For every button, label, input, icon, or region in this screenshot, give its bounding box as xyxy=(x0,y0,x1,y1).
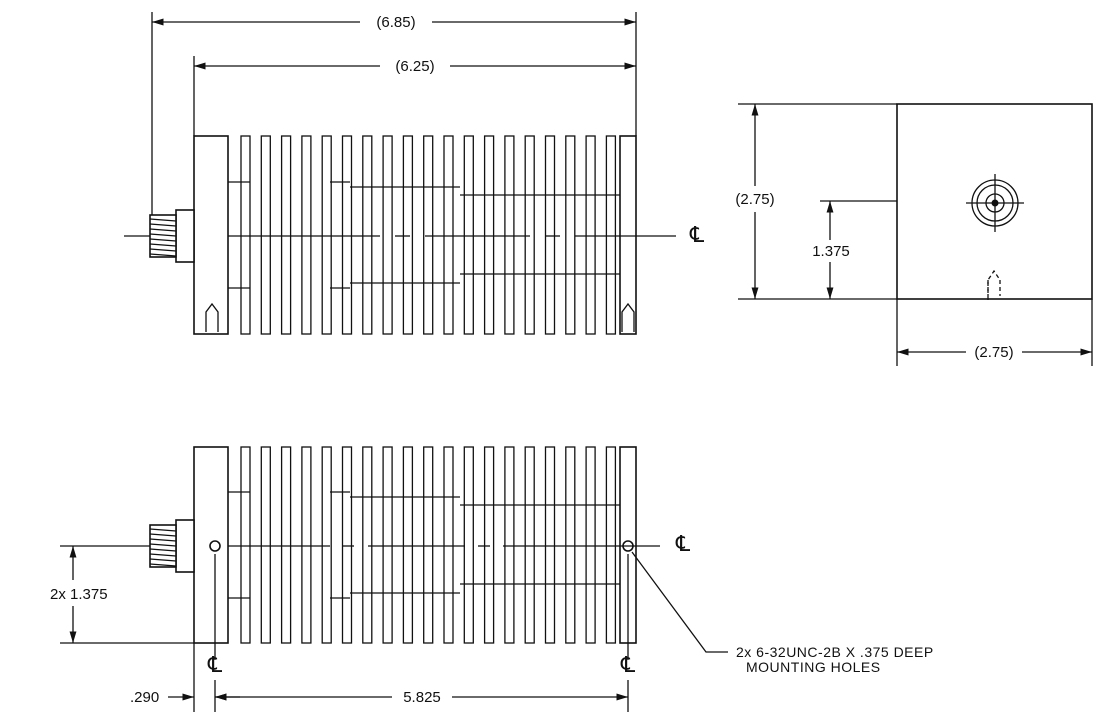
fin xyxy=(362,446,373,644)
bottom-view: ℄ ℄ ℄ 2x 1.375 .290 5.825 2x 6-32UNC-2B … xyxy=(50,446,934,712)
fin xyxy=(240,135,251,335)
connector-thread xyxy=(149,233,177,237)
end-view: (2.75) 1.375 (2.75) xyxy=(735,103,1093,366)
fin xyxy=(362,135,373,335)
fin xyxy=(301,446,312,644)
connector-thread xyxy=(149,528,177,532)
n-connector xyxy=(149,519,195,573)
fin xyxy=(260,135,271,335)
fin xyxy=(524,135,535,335)
connector-thread xyxy=(149,253,177,257)
connector-thread xyxy=(149,238,177,242)
connector-thread xyxy=(149,228,177,232)
note-line-1: 2x 6-32UNC-2B X .375 DEEP xyxy=(736,644,934,660)
dimension-end-height: (2.75) xyxy=(735,191,774,208)
n-connector xyxy=(149,209,195,263)
fin xyxy=(341,135,353,335)
fins xyxy=(240,135,617,335)
note-line-2: MOUNTING HOLES xyxy=(746,659,881,675)
fin xyxy=(382,446,393,644)
centerline-symbol-right-hole: ℄ xyxy=(620,652,636,677)
fin xyxy=(423,135,434,335)
centerline-symbol-left-hole: ℄ xyxy=(207,652,223,677)
connector-thread xyxy=(149,223,177,227)
fin xyxy=(605,446,617,644)
centerline-symbol: ℄ xyxy=(689,222,705,247)
fin-bands xyxy=(228,181,620,289)
fin xyxy=(544,135,556,335)
fin xyxy=(321,135,332,335)
fin xyxy=(463,446,474,644)
fin-bands xyxy=(228,491,620,599)
fin xyxy=(585,135,596,335)
fins xyxy=(240,446,617,644)
connector-thread xyxy=(149,543,177,547)
fin xyxy=(483,135,495,335)
hidden-hole-left xyxy=(205,302,219,332)
dimension-end-width: (2.75) xyxy=(974,344,1013,361)
fin xyxy=(260,446,271,644)
fin xyxy=(504,135,515,335)
fin xyxy=(321,446,332,644)
fin xyxy=(565,135,576,335)
connector-thread xyxy=(149,558,177,562)
fin xyxy=(605,135,617,335)
dimension-end-center-height: 1.375 xyxy=(812,243,850,260)
top-view: (6.85) (6.25) xyxy=(124,12,705,335)
connector-face xyxy=(966,174,1024,232)
fin xyxy=(240,446,251,644)
connector-thread xyxy=(149,248,177,252)
fin xyxy=(504,446,515,644)
right-end-plate xyxy=(619,135,637,335)
fin xyxy=(565,446,576,644)
fin xyxy=(402,446,414,644)
connector-thread xyxy=(149,553,177,557)
hidden-hole-end xyxy=(987,269,1001,300)
fin xyxy=(402,135,414,335)
fin xyxy=(483,446,495,644)
fin xyxy=(280,446,292,644)
dimension-hole-spacing: 5.825 xyxy=(403,689,441,706)
fin xyxy=(443,135,454,335)
fin xyxy=(443,446,454,644)
connector-thread xyxy=(149,538,177,542)
dimension-body-length: (6.25) xyxy=(395,58,434,75)
connector-thread xyxy=(149,218,177,222)
fin xyxy=(585,446,596,644)
fin xyxy=(423,446,434,644)
connector-thread xyxy=(149,243,177,247)
dimension-hole-offset: .290 xyxy=(130,689,159,706)
connector-thread xyxy=(149,548,177,552)
fin xyxy=(382,135,393,335)
fin xyxy=(463,135,474,335)
fin xyxy=(301,135,312,335)
hidden-hole-right xyxy=(621,302,635,332)
fin xyxy=(544,446,556,644)
fin xyxy=(280,135,292,335)
mounting-hole-left xyxy=(209,540,221,552)
fin xyxy=(524,446,535,644)
centerline-symbol: ℄ xyxy=(675,531,691,556)
fin xyxy=(341,446,353,644)
dimension-overall-length: (6.85) xyxy=(376,14,415,31)
connector-thread xyxy=(149,563,177,567)
connector-thread xyxy=(149,533,177,537)
dimension-hole-height: 2x 1.375 xyxy=(50,586,108,603)
note-leader xyxy=(631,551,728,653)
